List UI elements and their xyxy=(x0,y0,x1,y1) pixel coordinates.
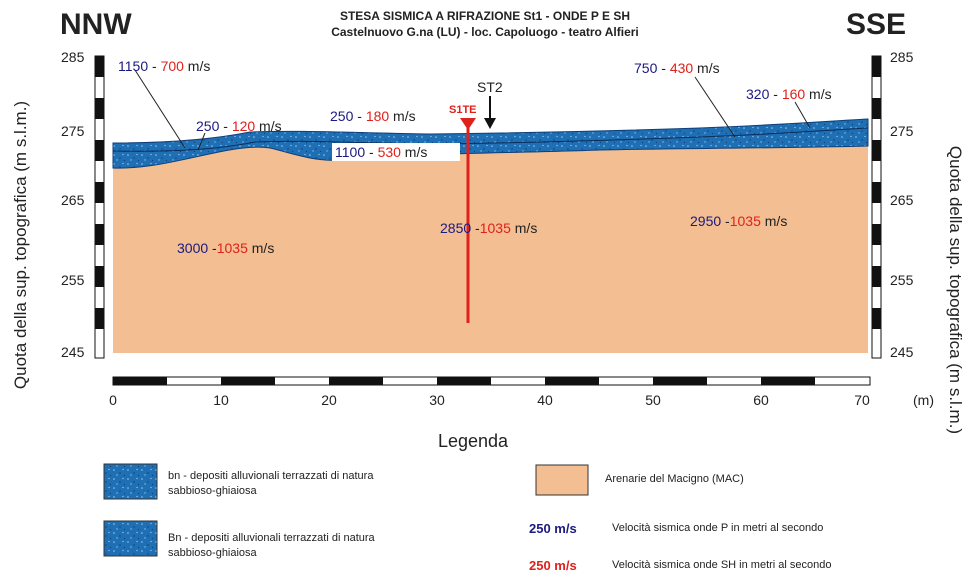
x-tick: 20 xyxy=(321,392,337,408)
p-velocity: 1150 xyxy=(118,58,148,74)
y-tick-right: 285 xyxy=(890,49,914,65)
p-velocity: 2850 xyxy=(440,220,471,236)
velocity-label-1150-700: 1150 - 700 m/s xyxy=(118,58,210,74)
legend-p-desc: Velocità sismica onde P in metri al seco… xyxy=(612,522,824,534)
legend-title: Legenda xyxy=(438,431,509,451)
separator: - xyxy=(148,58,160,74)
velocity-label-1100-530-bg xyxy=(332,143,460,161)
unit: m/s xyxy=(761,213,787,229)
separator: - xyxy=(208,240,217,256)
bedrock-layer xyxy=(113,146,868,353)
unit: m/s xyxy=(184,58,210,74)
y-tick-right: 245 xyxy=(890,344,914,360)
st2-arrow-icon xyxy=(484,118,496,129)
y-axis-label-left: Quota della sup. topografica (m s.l.m.) xyxy=(11,101,30,389)
st2-label: ST2 xyxy=(477,79,503,95)
velocity-label-2950-1035: 2950 -1035 m/s xyxy=(690,213,787,229)
x-tick: 40 xyxy=(537,392,553,408)
separator: - xyxy=(471,220,480,236)
legend-text-Bn: Bn - depositi alluvionali terrazzati di … xyxy=(168,532,375,559)
legend-text-mac: Arenarie del Macigno (MAC) xyxy=(605,473,744,485)
x-tick: 0 xyxy=(109,392,117,408)
s1te-marker xyxy=(460,118,476,130)
sh-velocity: 180 xyxy=(366,108,390,124)
title-line-2: Castelnuovo G.na (LU) - loc. Capoluogo -… xyxy=(331,25,639,39)
sh-velocity: 1035 xyxy=(217,240,248,256)
sh-velocity: 120 xyxy=(232,118,256,134)
unit: m/s xyxy=(248,240,274,256)
sh-velocity: 1035 xyxy=(480,220,511,236)
velocity-label-2850-1035: 2850 -1035 m/s xyxy=(440,220,537,236)
unit: m/s xyxy=(401,144,427,160)
x-tick: 10 xyxy=(213,392,229,408)
y-tick-left: 285 xyxy=(61,49,85,65)
velocity-label-320-160: 320 - 160 m/s xyxy=(746,86,832,102)
leader-lines xyxy=(134,69,811,151)
x-tick: 60 xyxy=(753,392,769,408)
separator: - xyxy=(219,118,231,134)
s1te-label: S1TE xyxy=(449,104,477,116)
sh-velocity: 160 xyxy=(782,86,806,102)
separator: - xyxy=(365,144,377,160)
left-scale-bar xyxy=(94,55,105,359)
x-ticks: 0 10 20 30 40 50 60 70 xyxy=(109,392,870,408)
unit: m/s xyxy=(693,60,719,76)
sh-velocity: 530 xyxy=(378,144,402,160)
p-velocity: 750 xyxy=(634,60,658,76)
legend-swatch-Bn xyxy=(103,520,158,557)
p-velocity: 320 xyxy=(746,86,770,102)
unit: m/s xyxy=(511,220,537,236)
separator: - xyxy=(353,108,365,124)
legend-swatch-bn xyxy=(103,463,158,500)
unit: m/s xyxy=(805,86,831,102)
y-tick-right: 255 xyxy=(890,272,914,288)
p-velocity: 3000 xyxy=(177,240,208,256)
title-line-1: STESA SISMICA A RIFRAZIONE St1 - ONDE P … xyxy=(340,9,630,23)
legend-sh-desc: Velocità sismica onde SH in metri al sec… xyxy=(612,559,832,571)
x-scale-bar xyxy=(112,376,871,386)
y-tick-left: 265 xyxy=(61,192,85,208)
sh-velocity: 700 xyxy=(161,58,185,74)
separator: - xyxy=(721,213,730,229)
legend-p-value: 250 m/s xyxy=(529,521,577,536)
y-axis-label-right: Quota della sup. topografica (m s.l.m.) xyxy=(946,146,965,434)
sh-velocity: 1035 xyxy=(730,213,761,229)
legend-swatch-mac xyxy=(535,464,589,496)
right-scale-bar xyxy=(871,55,882,359)
y-tick-left: 275 xyxy=(61,123,85,139)
y-ticks-right: 285 275 265 255 245 xyxy=(890,49,914,360)
p-velocity: 250 xyxy=(330,108,354,124)
y-tick-left: 245 xyxy=(61,344,85,360)
velocity-label-250-120: 250 - 120 m/s xyxy=(196,118,282,134)
legend-sh-value: 250 m/s xyxy=(529,558,577,573)
y-ticks-left: 285 275 265 255 245 xyxy=(61,49,85,360)
unit: m/s xyxy=(255,118,281,134)
sh-velocity: 430 xyxy=(670,60,694,76)
velocity-label-250-180: 250 - 180 m/s xyxy=(330,108,416,124)
nnw-label: NNW xyxy=(60,8,132,41)
y-tick-left: 255 xyxy=(61,272,85,288)
sse-label: SSE xyxy=(846,8,906,41)
velocity-label-1100-530: 1100 - 530 m/s xyxy=(335,144,427,160)
p-velocity: 2950 xyxy=(690,213,721,229)
y-tick-right: 265 xyxy=(890,192,914,208)
unit: m/s xyxy=(389,108,415,124)
x-tick: 30 xyxy=(429,392,445,408)
x-tick: 50 xyxy=(645,392,661,408)
y-tick-right: 275 xyxy=(890,123,914,139)
separator: - xyxy=(769,86,781,102)
legend-text-bn: bn - depositi alluvionali terrazzati di … xyxy=(168,470,374,497)
p-velocity: 250 xyxy=(196,118,220,134)
p-velocity: 1100 xyxy=(335,144,365,160)
x-tick: 70 xyxy=(854,392,870,408)
x-unit-label: (m) xyxy=(913,392,934,408)
velocity-label-3000-1035: 3000 -1035 m/s xyxy=(177,240,274,256)
separator: - xyxy=(657,60,669,76)
velocity-label-750-430: 750 - 430 m/s xyxy=(634,60,720,76)
